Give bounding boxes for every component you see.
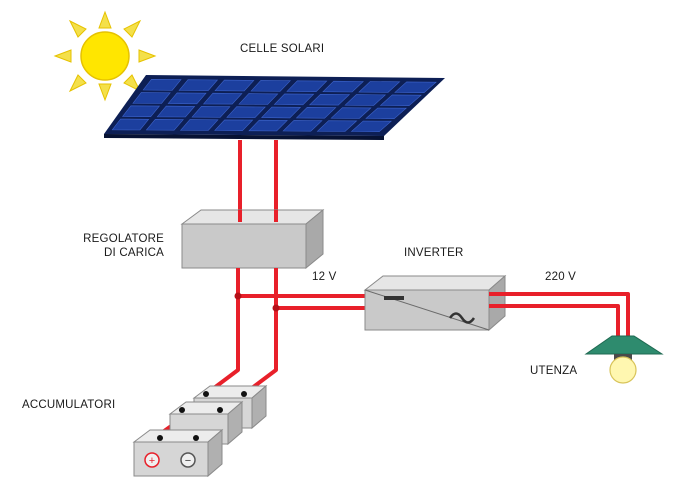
- solar-cell: [358, 81, 401, 93]
- battery-positive-sign: +: [149, 455, 155, 467]
- solar-cell: [214, 79, 255, 92]
- ac-sine-icon: [448, 312, 476, 324]
- battery-negative-sign: −: [185, 455, 191, 467]
- solar-cell: [214, 119, 254, 132]
- ac-wires: [489, 292, 630, 336]
- charge-regulator-box: [180, 208, 325, 270]
- solar-cell: [238, 93, 279, 105]
- solar-panel: [104, 75, 445, 140]
- inverter-label: INVERTER: [404, 247, 464, 259]
- solar-cell: [350, 120, 392, 133]
- solar-cell: [226, 106, 266, 118]
- sun-icon: [53, 10, 157, 102]
- battery-terminals: [157, 391, 247, 441]
- dc-symbol-icon: [384, 296, 404, 300]
- batteries: + −: [132, 384, 268, 478]
- solar-cell: [394, 81, 437, 94]
- solar-cell: [202, 92, 243, 105]
- inverter-box: [363, 274, 507, 332]
- solar-cell: [142, 78, 182, 91]
- solar-cell: [132, 92, 171, 104]
- battery-negative-icon: [180, 452, 196, 468]
- solar-cell: [191, 106, 231, 118]
- solar-cell: [156, 105, 196, 118]
- solar-cell: [145, 118, 184, 131]
- solar-cell: [365, 107, 407, 120]
- panel-wires: [238, 140, 278, 222]
- dc-voltage-label: 12 V: [312, 271, 337, 283]
- regulator-top-terminals: [238, 210, 278, 222]
- solar-cell: [121, 105, 161, 118]
- solar-cell: [250, 80, 291, 92]
- solar-cell: [178, 79, 219, 91]
- solar-cell: [167, 92, 207, 105]
- solar-cell: [111, 118, 150, 131]
- regulator-label-line2: DI CARICA: [104, 247, 164, 259]
- solar-cell: [379, 94, 422, 107]
- solar-cell: [308, 93, 351, 106]
- battery-front: + −: [132, 428, 224, 478]
- solar-cell: [330, 107, 372, 119]
- solar-cell: [179, 119, 219, 131]
- solar-cell: [248, 119, 288, 132]
- wire-junctions: [234, 292, 280, 312]
- solar-cell: [261, 106, 302, 119]
- batteries-label: ACCUMULATORI: [22, 399, 116, 411]
- lamp-icon: [584, 335, 664, 384]
- solar-cell: [295, 106, 337, 119]
- regulator-label-line1: REGOLATORE: [83, 233, 164, 245]
- solar-cells-label: CELLE SOLARI: [240, 43, 325, 55]
- solar-cell: [286, 80, 328, 93]
- solar-cell: [282, 120, 323, 132]
- solar-cell: [344, 94, 387, 106]
- ac-voltage-label: 220 V: [545, 271, 577, 283]
- solar-cell: [322, 80, 364, 93]
- load-label: UTENZA: [530, 365, 578, 377]
- solar-cell: [273, 93, 315, 106]
- battery-positive-icon: [144, 452, 160, 468]
- solar-cell: [316, 120, 358, 132]
